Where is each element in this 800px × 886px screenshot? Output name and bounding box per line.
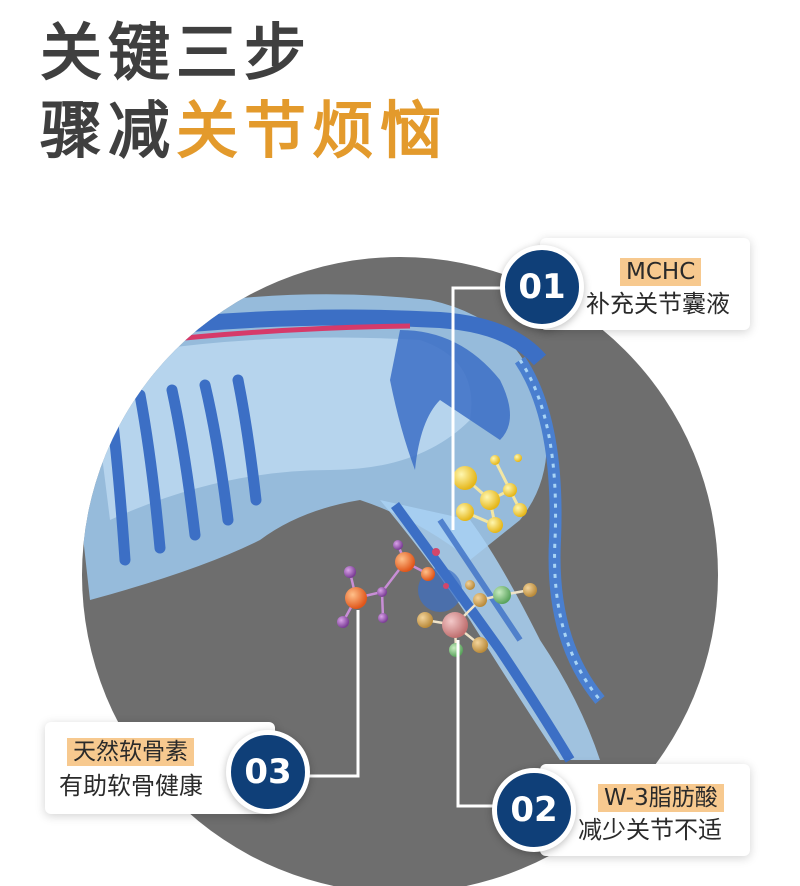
callout-02: W-3脂肪酸 减少关节不适 (540, 764, 750, 856)
callout-03-title: 天然软骨素 (67, 738, 194, 766)
headline-line-1: 关键三步 (40, 16, 313, 89)
callout-02-desc: 减少关节不适 (578, 816, 722, 844)
callout-03-desc: 有助软骨健康 (59, 772, 203, 800)
headline-highlight: 关节烦恼 (176, 94, 449, 167)
pelvis (390, 330, 510, 470)
molecule-orange-cluster (337, 540, 449, 628)
callout-01-number-badge: 01 (500, 245, 584, 329)
molecule-yellow-cluster (453, 454, 527, 533)
tail (514, 356, 605, 704)
callout-01-desc: 补充关节囊液 (586, 290, 730, 318)
callout-02-title: W-3脂肪酸 (598, 784, 724, 812)
callout-03-number-badge: 03 (226, 730, 310, 814)
headline-line-2: 骤减关节烦恼 (40, 100, 448, 162)
headline-prefix: 骤减 (40, 94, 177, 167)
callout-01-title: MCHC (620, 258, 702, 286)
connector-lines (300, 286, 503, 808)
callout-02-number-badge: 02 (492, 768, 576, 852)
